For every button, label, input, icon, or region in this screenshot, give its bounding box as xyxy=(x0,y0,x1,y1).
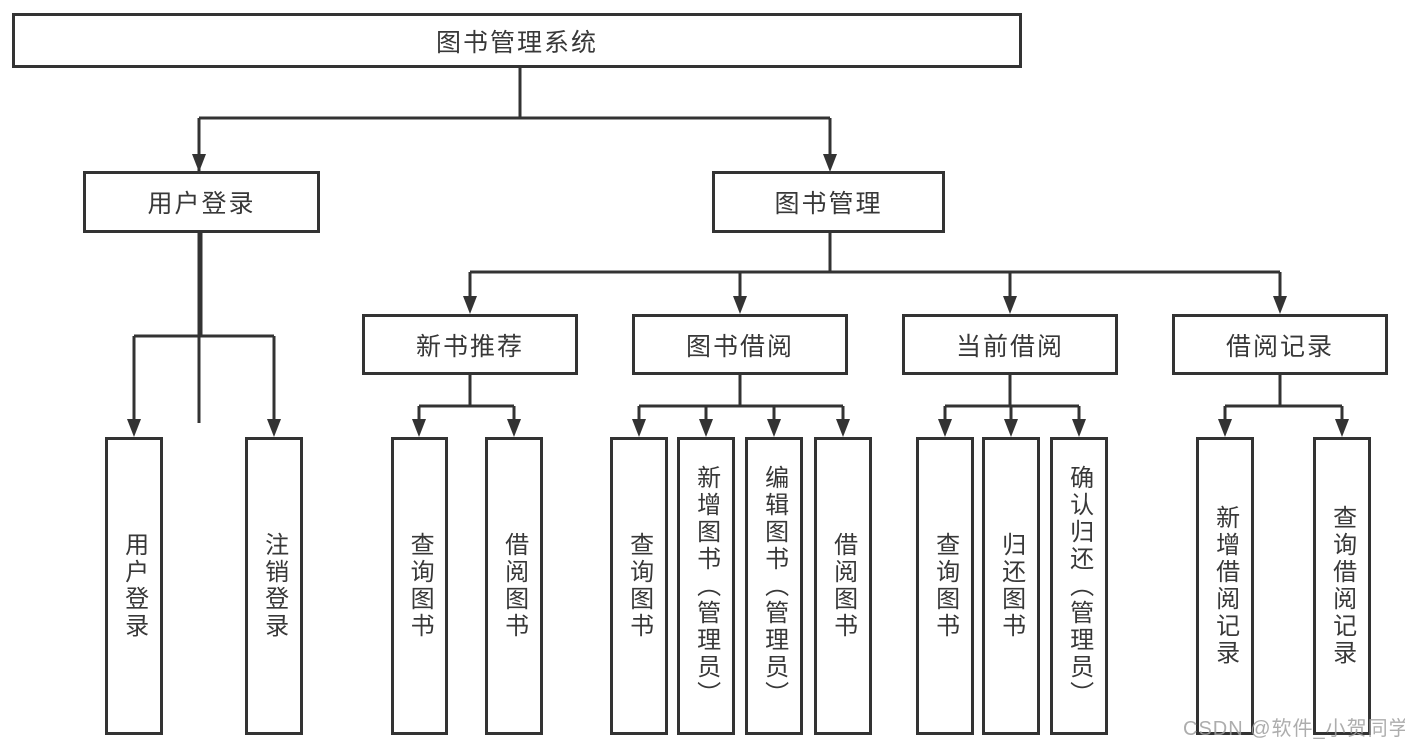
leaf-borrow-books: 借阅图书 xyxy=(485,437,543,735)
leaf-return-books: 归还图书 xyxy=(982,437,1040,735)
node-label: 新增图书（管理员） xyxy=(692,464,720,708)
leaf-add-borrow-record: 新增借阅记录 xyxy=(1196,437,1254,735)
node-label: 新增借阅记录 xyxy=(1211,505,1239,667)
node-current-borrowing: 当前借阅 xyxy=(902,314,1118,375)
leaf-edit-books-admin: 编辑图书（管理员） xyxy=(745,437,803,735)
leaf-logout: 注销登录 xyxy=(245,437,303,735)
node-label: 查询图书 xyxy=(931,532,959,640)
node-book-borrowing: 图书借阅 xyxy=(632,314,848,375)
leaf-add-books-admin: 新增图书（管理员） xyxy=(677,437,735,735)
leaf-borrow-books: 借阅图书 xyxy=(814,437,872,735)
node-borrow-records: 借阅记录 xyxy=(1172,314,1388,375)
leaf-query-books: 查询图书 xyxy=(916,437,974,735)
node-label: 查询借阅记录 xyxy=(1328,505,1356,667)
leaf-query-books: 查询图书 xyxy=(610,437,668,735)
node-label: 借阅记录 xyxy=(1225,332,1334,361)
node-label: 确认归还（管理员） xyxy=(1065,464,1093,708)
node-label: 用户登录 xyxy=(147,190,256,218)
node-label: 当前借阅 xyxy=(955,332,1064,361)
node-label: 新书推荐 xyxy=(415,332,524,361)
node-label: 注销登录 xyxy=(260,532,288,640)
node-label: 归还图书 xyxy=(997,532,1025,640)
node-label: 查询图书 xyxy=(625,532,653,640)
node-label: 图书借阅 xyxy=(685,332,794,361)
leaf-user-login: 用户登录 xyxy=(105,437,163,735)
leaf-query-borrow-record: 查询借阅记录 xyxy=(1313,437,1371,735)
node-label: 用户登录 xyxy=(120,532,148,640)
csdn-watermark: CSDN @软件_小贺同学 xyxy=(1183,718,1405,740)
node-label: 查询图书 xyxy=(406,532,434,640)
node-book-management: 图书管理 xyxy=(712,171,945,233)
node-label: 借阅图书 xyxy=(829,532,857,640)
arrowheads xyxy=(127,154,1349,437)
node-label: 编辑图书（管理员） xyxy=(760,464,788,708)
leaf-query-books: 查询图书 xyxy=(391,437,448,735)
node-label: 图书管理 xyxy=(774,190,883,218)
node-library-management-system: 图书管理系统 xyxy=(12,13,1022,68)
node-user-login: 用户登录 xyxy=(83,171,320,233)
leaf-confirm-return-admin: 确认归还（管理员） xyxy=(1050,437,1108,735)
node-label: 借阅图书 xyxy=(500,532,528,640)
node-new-book-recommend: 新书推荐 xyxy=(362,314,578,375)
node-label: 图书管理系统 xyxy=(435,28,598,57)
